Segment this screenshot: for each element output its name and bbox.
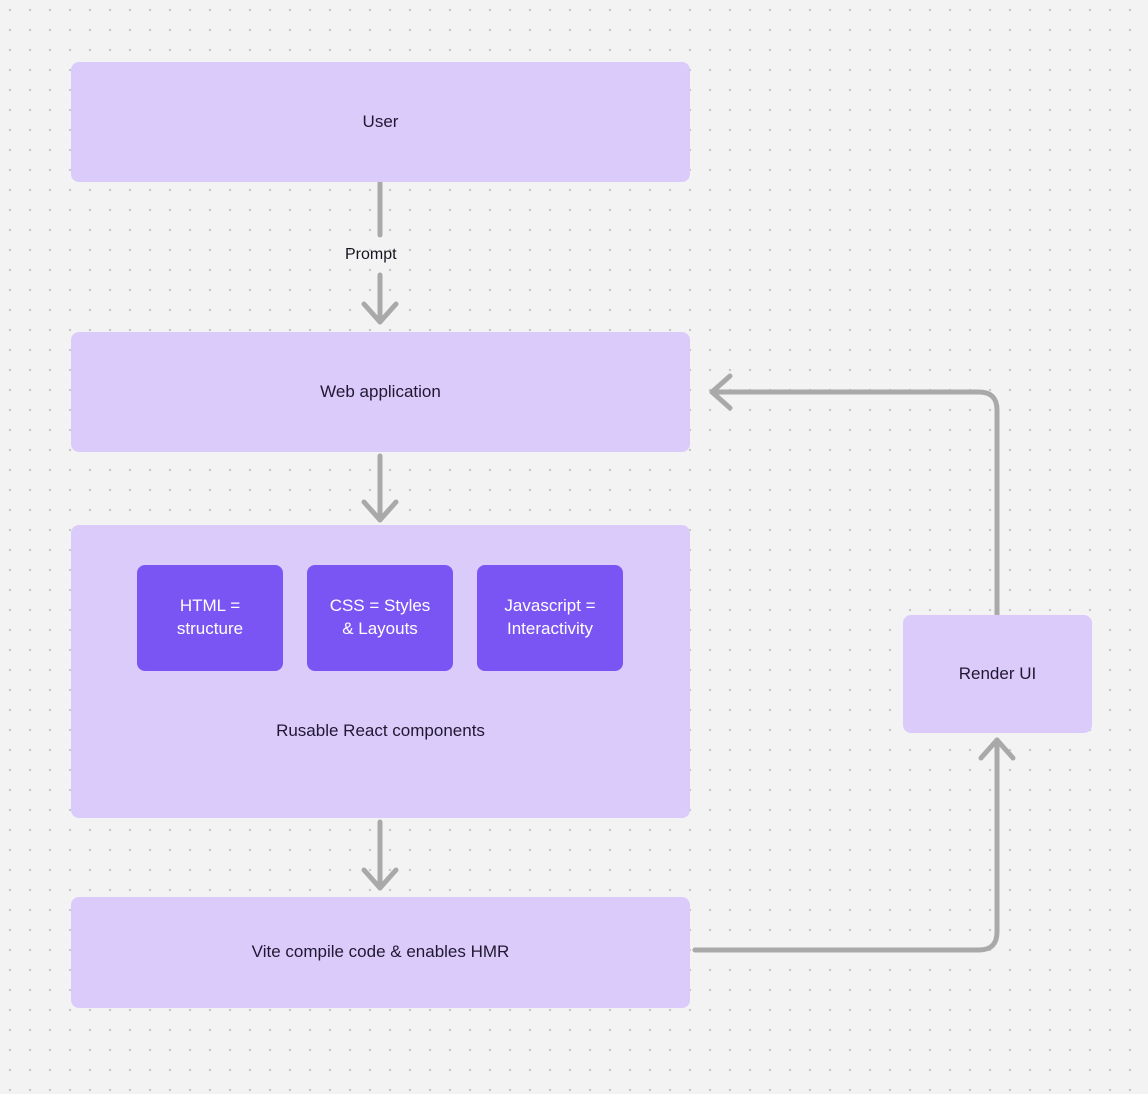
node-components-group-label: Rusable React components [71,721,690,741]
edge-prompt-arrowhead [361,301,399,325]
node-css-line1: CSS = Styles [329,596,431,616]
edge-components-to-vite-arrowhead [361,867,399,891]
node-css[interactable]: CSS = Styles & Layouts [307,565,453,671]
edge-label-prompt-text: Prompt [345,246,397,263]
node-javascript-line1: Javascript = [504,596,596,616]
edge-vite-to-render-path [692,737,1000,953]
node-user[interactable]: User [71,62,690,182]
node-css-line2: & Layouts [342,619,418,638]
edge-render-to-web-path [709,389,1000,618]
node-components-group[interactable]: HTML = structure CSS = Styles & Layouts … [71,525,690,818]
node-vite-label: Vite compile code & enables HMR [251,942,510,962]
node-render-ui-label: Render UI [958,663,1037,683]
node-user-label: User [362,111,399,131]
node-render-ui[interactable]: Render UI [903,615,1092,733]
node-html-line2: structure [176,619,244,638]
node-web-application-label: Web application [320,381,441,401]
node-html[interactable]: HTML = structure [137,565,283,671]
node-javascript[interactable]: Javascript = Interactivity [477,565,623,671]
edge-render-to-web-arrowhead [709,373,733,411]
edge-web-to-components-arrowhead [361,499,399,523]
node-vite[interactable]: Vite compile code & enables HMR [71,897,690,1008]
node-javascript-line2: Interactivity [507,619,593,638]
edge-vite-to-render-arrowhead [978,737,1016,761]
node-components-group-label-text: Rusable React components [276,721,485,740]
node-web-application[interactable]: Web application [71,332,690,452]
node-html-line1: HTML = [179,596,241,616]
edge-label-prompt: Prompt [345,246,397,264]
